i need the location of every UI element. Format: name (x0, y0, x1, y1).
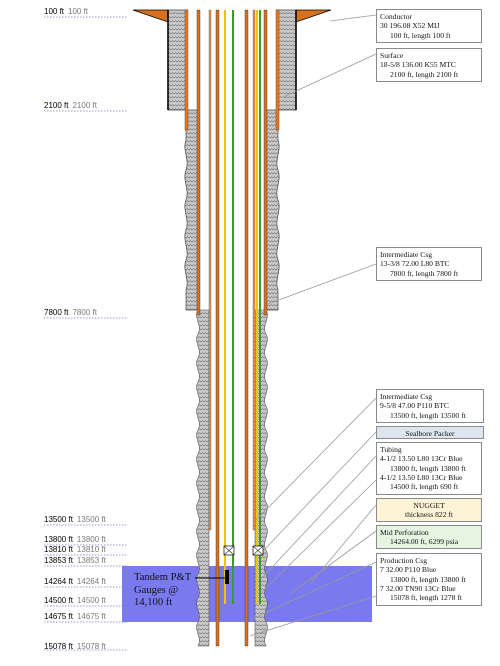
callout-surface: Surface 18-5/8 136.00 K55 MTC 2100 ft, l… (376, 48, 482, 82)
tandem-gauge-marker (225, 570, 229, 584)
callout-intermediate-9: Intermediate Csg 9-5/8 47.00 P110 BTC 13… (376, 389, 484, 423)
tubing-yellow-left (224, 10, 226, 604)
conductor-cement-right (276, 9, 297, 111)
callout-mid-perforation: Mid Perforation 14264.00 ft, 6299 psia (376, 525, 482, 549)
tubing-green-left (232, 10, 234, 604)
tandem-gauges-annotation: Tandem P&T Gauges @ 14,100 ft (134, 572, 192, 608)
intermediate-cement-left (184, 109, 199, 311)
callout-nugget: NUGGET thickness 822 ft (376, 498, 482, 522)
intermediate-9-casing-right (252, 9, 256, 531)
callout-tubing: Tubing 4-1/2 13.50 L80 13Cr Blue 13800 f… (376, 442, 482, 495)
intermediate-9-casing-left (208, 9, 212, 531)
tubing-green-right (259, 10, 261, 604)
production-casing-left (215, 9, 220, 647)
callout-leader-lines (249, 14, 377, 637)
callout-sealbore-packer: Sealbore Packer (376, 426, 484, 439)
tubing-yellow-right (256, 10, 258, 604)
lower-cement-right (254, 309, 268, 647)
lower-cement-left (196, 309, 210, 647)
conductor-cement-left (167, 9, 188, 111)
conductor-flange-left (132, 9, 169, 23)
conductor-flange-right (295, 9, 332, 23)
production-casing-right (244, 9, 249, 647)
callout-intermediate-13: Intermediate Csg 13-3/8 72.00 L80 BTC 78… (376, 247, 482, 281)
intermediate-cement-right (265, 109, 280, 311)
intermediate-13-casing-right (263, 9, 268, 316)
surface-casing-left (184, 9, 189, 131)
surface-casing-right (275, 9, 280, 131)
intermediate-13-casing-left (196, 9, 201, 316)
callout-production-casing: Production Csg 7 32.00 P110 Blue 13800 f… (376, 553, 482, 606)
callout-conductor: Conductor 30 196.08 X52 MIJ 100 ft, leng… (376, 9, 482, 43)
depth-dotted-lines (44, 16, 128, 651)
